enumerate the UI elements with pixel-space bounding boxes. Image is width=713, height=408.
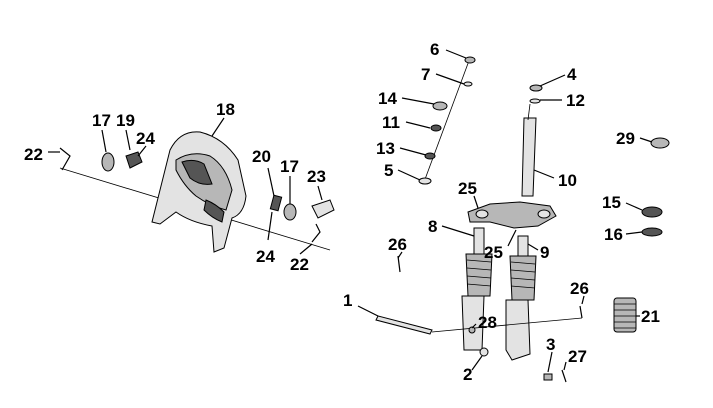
spring-21-coils	[614, 303, 636, 329]
ball-race-lower-part	[424, 152, 436, 160]
reflector-right-part	[283, 203, 297, 221]
callout-22-left: 22	[24, 145, 43, 164]
callout-9: 9	[540, 243, 549, 262]
fork-spring-right-part	[509, 255, 537, 301]
callout-2: 2	[463, 365, 472, 384]
fork-tube-right-part	[517, 235, 529, 257]
ring-16-part	[641, 227, 663, 237]
fork-tube-left-part	[473, 227, 485, 255]
bolt-27-part	[561, 369, 567, 383]
callout-24-top: 24	[136, 129, 155, 148]
bearing-cone-part	[432, 101, 448, 111]
spring-21-part	[613, 297, 637, 333]
bearing-stack-axis	[423, 57, 471, 183]
screw-22-right-part	[311, 223, 321, 243]
triple-clamp-part	[467, 201, 557, 229]
callout-23: 23	[307, 167, 326, 186]
dust-seal-part	[418, 177, 432, 185]
pin-26-right-part	[579, 305, 583, 319]
callout-12: 12	[566, 91, 585, 110]
callout-5: 5	[384, 161, 393, 180]
callout-24-bottom: 24	[256, 247, 275, 266]
callout-26-right: 26	[570, 279, 589, 298]
bolt-28-part	[468, 326, 476, 334]
locknut-part	[464, 56, 476, 64]
callout-3: 3	[546, 335, 555, 354]
callout-21: 21	[641, 307, 660, 326]
leader-lines	[48, 49, 653, 373]
callout-4: 4	[567, 65, 577, 84]
callout-7: 7	[421, 65, 430, 84]
nut-3-part	[543, 373, 553, 381]
callout-labels: 6 7 4 12 14 11 13 5 10 29 25 8 25 9 15 1…	[24, 40, 660, 384]
washer-2-part	[479, 347, 489, 357]
callout-25-top: 25	[458, 179, 477, 198]
callout-19: 19	[116, 111, 135, 130]
callout-10: 10	[558, 171, 577, 190]
front-fender-group	[59, 131, 335, 253]
callout-14: 14	[378, 89, 397, 108]
callout-17-right: 17	[280, 157, 299, 176]
pin-26-left-part	[397, 255, 401, 273]
callout-20: 20	[252, 147, 271, 166]
callout-27: 27	[568, 347, 587, 366]
front-fender-stripe	[181, 159, 213, 185]
front-fender-stripe-2	[203, 199, 225, 223]
callout-16: 16	[604, 225, 623, 244]
axle-axis	[431, 317, 583, 333]
callout-11: 11	[382, 113, 400, 132]
fork-slider-right-part	[505, 299, 531, 361]
clamp-hole-right	[537, 209, 551, 219]
oil-seal-15-part	[641, 206, 663, 218]
reflector-holder-part	[311, 199, 335, 219]
stem-axis	[527, 103, 531, 121]
seal-29-part	[650, 137, 670, 149]
callout-22-right: 22	[290, 255, 309, 274]
callout-8: 8	[428, 217, 437, 236]
stem-washer-part	[529, 98, 541, 104]
callout-18: 18	[216, 100, 235, 119]
nut-plate-part	[269, 194, 283, 212]
callout-13: 13	[376, 139, 395, 158]
stem-cap-part	[529, 84, 543, 92]
washer-part	[463, 81, 473, 87]
callout-1: 1	[343, 291, 352, 310]
steering-stem-part	[521, 117, 537, 197]
fork-spring-coils-left	[466, 259, 492, 287]
callout-17-left: 17	[92, 111, 111, 130]
callout-15: 15	[602, 193, 621, 212]
clamp-hole-left	[475, 209, 489, 219]
ball-race-part	[430, 124, 442, 132]
reflector-left-part	[101, 152, 115, 172]
callout-6: 6	[430, 40, 439, 59]
callout-26-left: 26	[388, 235, 407, 254]
screw-22-left-part	[59, 147, 71, 171]
callout-29: 29	[616, 129, 635, 148]
steering-fork-group	[375, 56, 670, 383]
callout-28: 28	[478, 313, 497, 332]
front-axle-part	[375, 315, 433, 335]
callout-25-mid: 25	[484, 243, 503, 262]
fork-spring-coils-right	[510, 261, 536, 289]
